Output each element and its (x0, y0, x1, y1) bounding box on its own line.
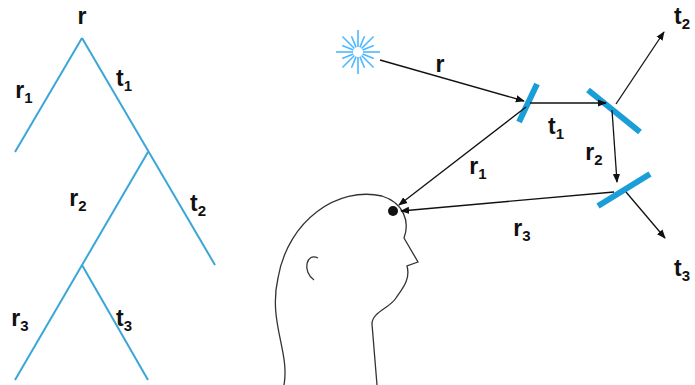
plates (519, 84, 650, 206)
rays (380, 32, 665, 238)
ray-label: t2 (672, 4, 692, 29)
sun-ray (336, 51, 353, 53)
glass-plate (588, 90, 640, 132)
ray-arrow (616, 32, 664, 104)
tree-branch (15, 152, 148, 380)
ray-label: r3 (9, 306, 30, 331)
ear (307, 257, 318, 280)
ray-label: r3 (511, 216, 532, 241)
ray-label: r1 (13, 78, 34, 103)
ray-label: t1 (114, 66, 134, 91)
tree-lines (15, 38, 215, 380)
ray-arrow (612, 110, 617, 182)
sun-ray (357, 30, 359, 47)
ray-label: t1 (546, 114, 566, 139)
ray-label: t2 (188, 191, 208, 216)
ray-arrow (626, 192, 665, 238)
sun-ray (342, 54, 353, 59)
tree-branch (15, 38, 82, 152)
sun-ray (360, 57, 365, 68)
sun-ray (363, 45, 374, 50)
ray-arrow (399, 107, 526, 205)
ray-label: r1 (467, 154, 488, 179)
ray-label: r2 (583, 140, 604, 165)
light-source (336, 30, 380, 74)
sun-ray (363, 51, 380, 53)
head-outline (275, 194, 418, 385)
ray-label: r2 (67, 186, 88, 211)
head-profile (275, 194, 418, 385)
ray-label: r (434, 52, 447, 77)
ray-label: t3 (114, 306, 134, 331)
ray-label: r (76, 4, 89, 29)
ray-arrow (401, 192, 614, 211)
ray-arrow (380, 60, 524, 101)
sun-ray (357, 57, 359, 74)
eye (388, 206, 398, 216)
glass-plate (598, 174, 650, 206)
tree-branch (82, 265, 148, 380)
ray-label: t3 (672, 256, 692, 281)
sun-ray (351, 36, 356, 47)
ray-arrow (530, 102, 606, 103)
